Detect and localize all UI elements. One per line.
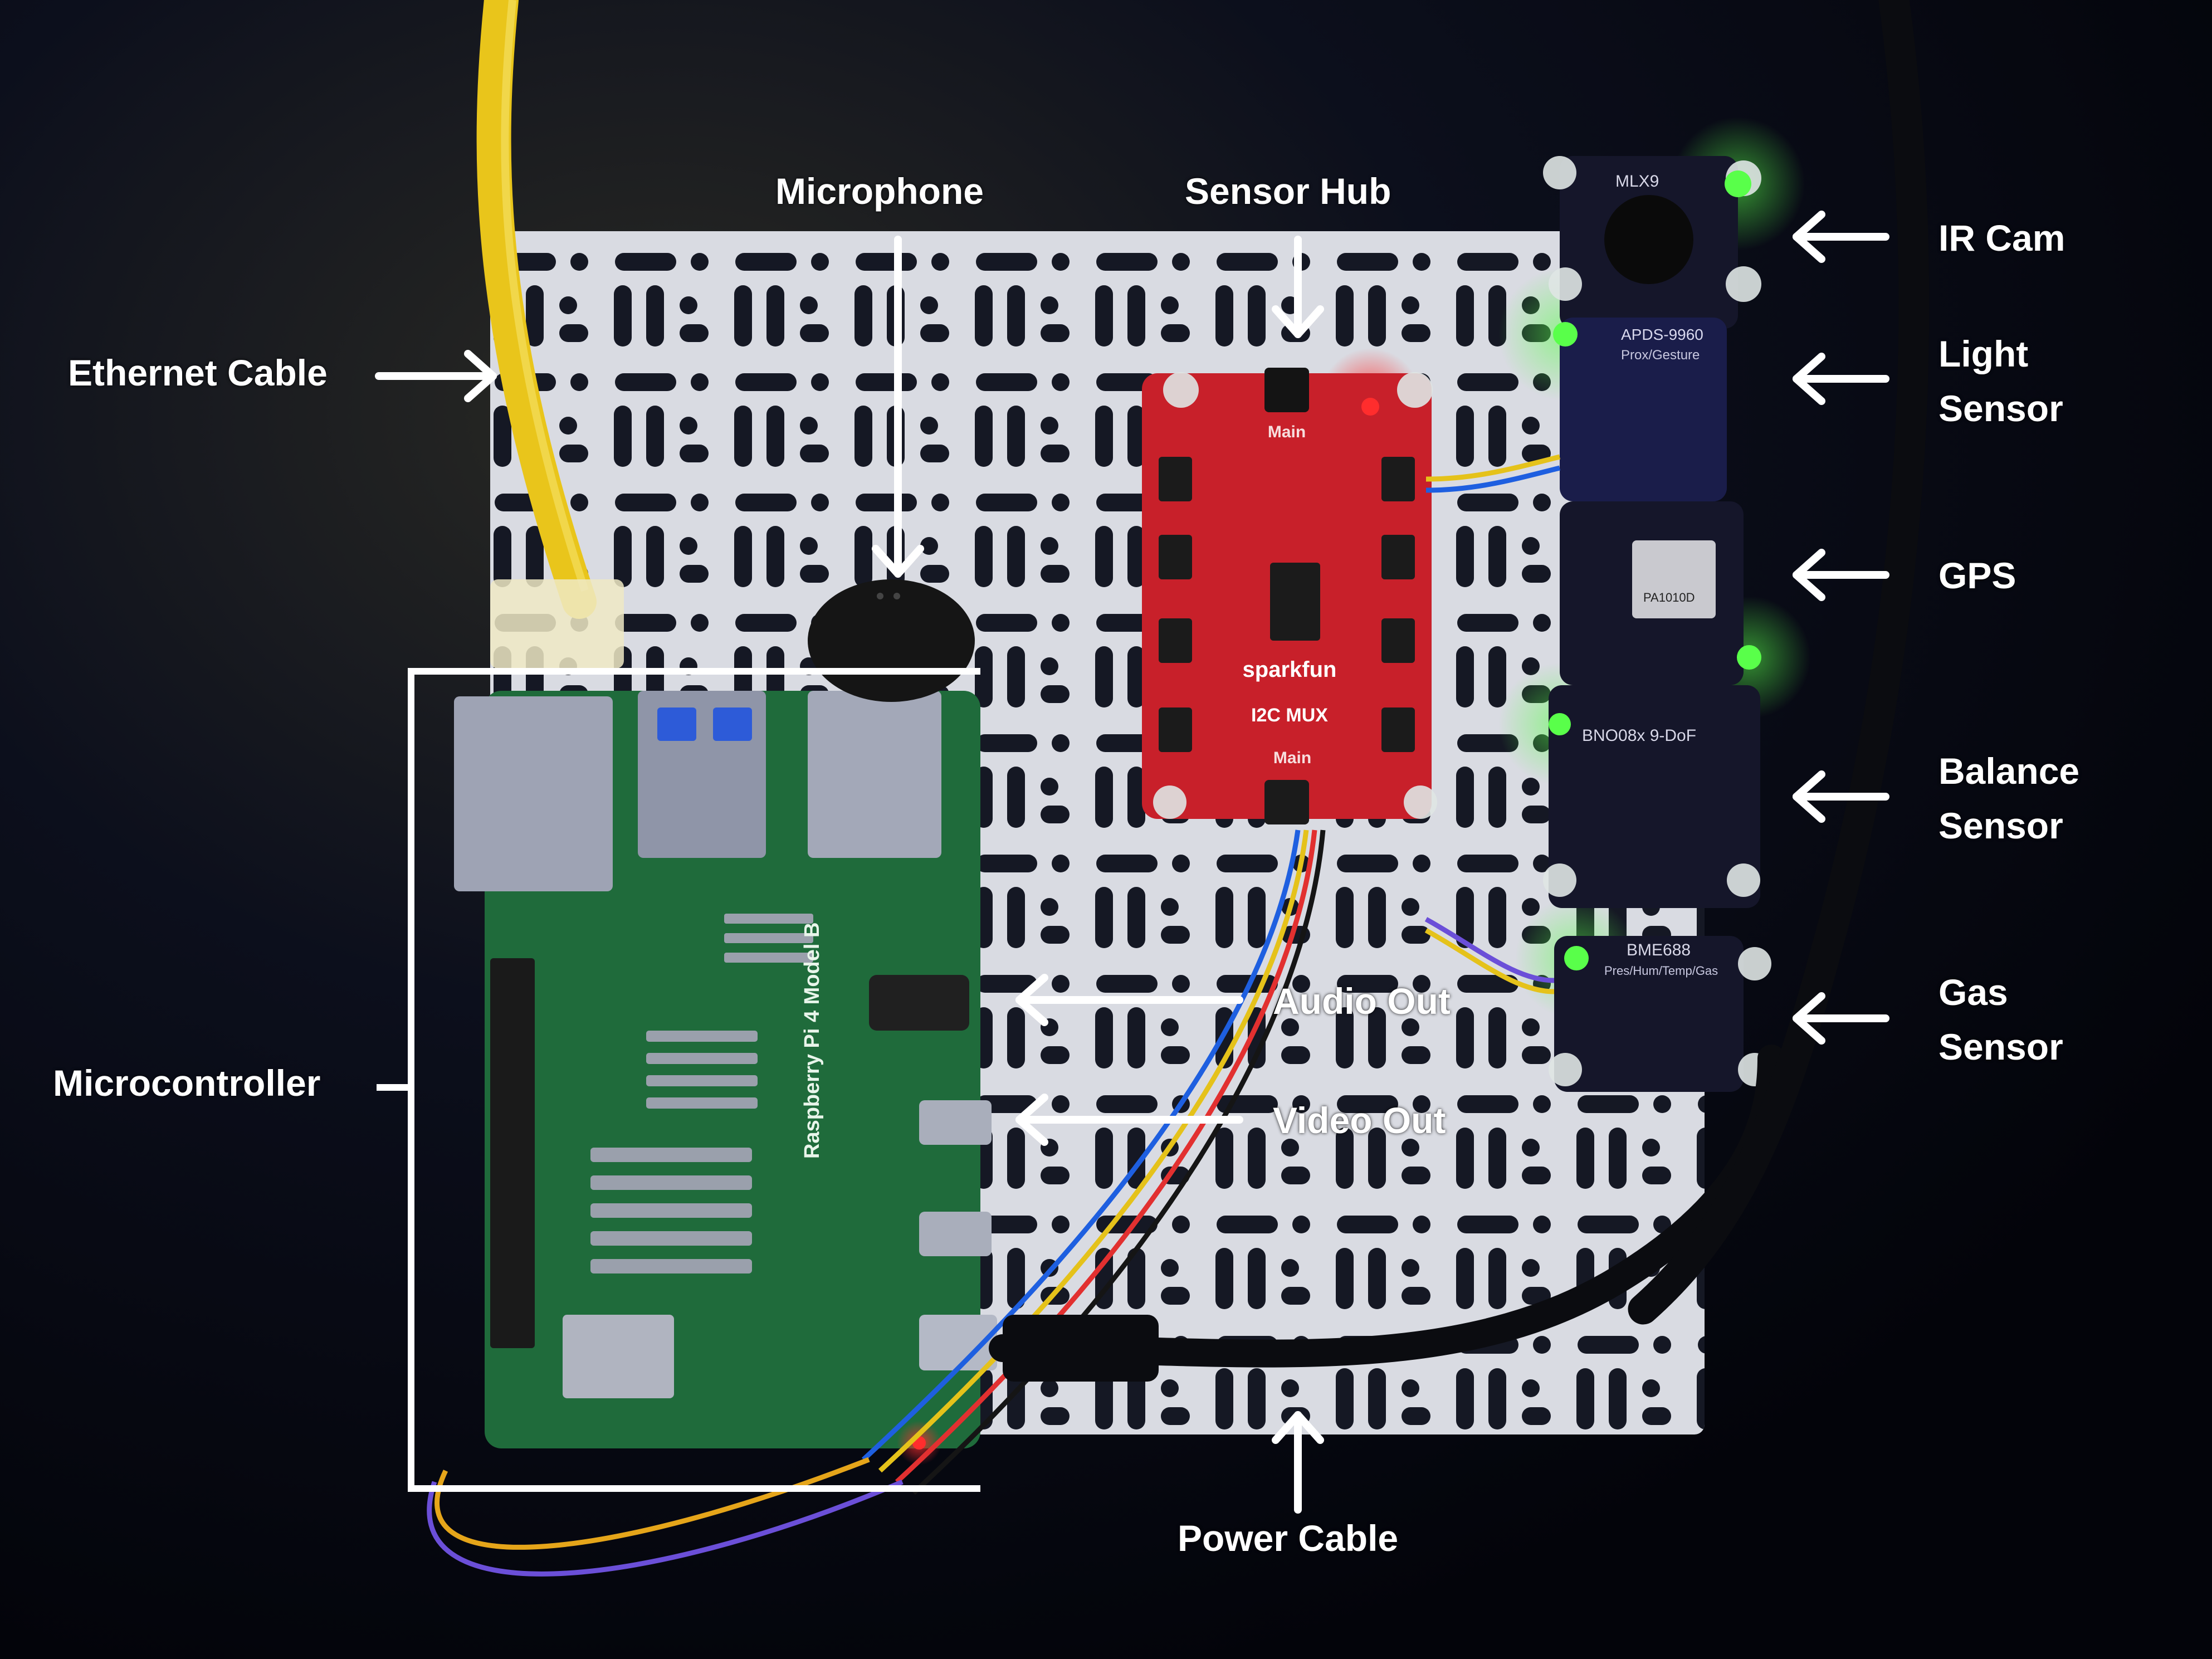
gps-label: GPS: [1938, 555, 2016, 596]
sensor-hub-arrow: [1272, 236, 1324, 338]
ir-cam-label: IR Cam: [1938, 217, 2065, 258]
gas-chip-text: BME688: [1627, 941, 1691, 959]
pi-model-text: Raspberry Pi 4 Model B: [800, 923, 824, 1159]
ir-chip-text: MLX9: [1615, 172, 1659, 191]
audio-jack: [869, 975, 969, 1031]
power-cable: [989, 0, 1930, 1382]
ethernet-cable-label: Ethernet Cable: [68, 352, 328, 393]
micro-hdmi-port-1: [919, 1212, 992, 1256]
gps-arrow: [1793, 549, 1889, 601]
ethernet-port: [454, 696, 613, 891]
balance-sensor-arrow: [1793, 770, 1889, 823]
video-out-arrow: [1015, 1094, 1243, 1146]
power-cable-label: Power Cable: [1178, 1518, 1399, 1559]
qwiic-wires: [427, 454, 1561, 1577]
light-sensor-board: [1560, 318, 1727, 501]
mux-main-top-text: Main: [1268, 423, 1306, 441]
ethernet-cable: [476, 0, 624, 669]
gas-sub-text: Pres/Hum/Temp/Gas: [1604, 964, 1718, 978]
ethernet-cable-arrow: [375, 350, 497, 402]
gas-sensor-label-line-1: Gas: [1938, 972, 2008, 1013]
gas-sensor-arrow: [1793, 992, 1889, 1045]
video-out-label: Video Out: [1273, 1100, 1446, 1141]
i2c-mux-board: Main sparkfun I2C MUX Main: [1142, 348, 1432, 824]
gas-sensor-label-line-2: Sensor: [1938, 1026, 2063, 1067]
light-sensor-label-line-1: Light: [1938, 333, 2029, 374]
micro-hdmi-port-0: [919, 1100, 992, 1145]
light-sensor-arrow: [1793, 353, 1889, 405]
power-cable-arrow: [1272, 1411, 1324, 1514]
microphone-arrow: [872, 236, 924, 578]
gas-sensor-label: Gas Sensor: [1938, 965, 2139, 1074]
light-sensor-label: Light Sensor: [1938, 326, 2139, 436]
mux-main-bottom-text: Main: [1273, 749, 1311, 767]
ir-cam-arrow: [1793, 211, 1889, 263]
microphone-label: Microphone: [775, 170, 984, 212]
balance-sensor-label-line-1: Balance: [1938, 750, 2080, 792]
usb-c-port: [919, 1315, 997, 1370]
light-chip-text: APDS-9960: [1621, 326, 1703, 343]
gas-sensor-board: [1554, 936, 1744, 1092]
balance-sensor-label-line-2: Sensor: [1938, 805, 2063, 846]
rj45-connector: [490, 579, 624, 669]
audio-out-arrow: [1015, 974, 1243, 1026]
balance-sensor-label: Balance Sensor: [1938, 744, 2139, 853]
imu-chip-text: BNO08x 9-DoF: [1582, 726, 1696, 745]
microcontroller-bracket: [408, 668, 980, 1492]
raspberry-pi-board: Raspberry Pi 4 Model B: [454, 691, 997, 1465]
display-connector: [563, 1315, 674, 1398]
microphone-device: [808, 579, 975, 702]
mux-brand-text: sparkfun: [1243, 657, 1337, 682]
mux-name-text: I2C MUX: [1251, 705, 1328, 726]
light-sensor-label-line-2: Sensor: [1938, 388, 2063, 429]
sensor-hub-label: Sensor Hub: [1185, 170, 1391, 212]
audio-out-label: Audio Out: [1273, 980, 1451, 1022]
balance-sensor-board: [1549, 685, 1760, 908]
light-sub-text: Prox/Gesture: [1621, 348, 1700, 363]
sensor-stack: MLX9 APDS-9960 Prox/Gesture PA1010D BNO0…: [1153, 117, 1810, 1092]
gpio-header: [490, 958, 535, 1348]
gps-chip-text: PA1010D: [1643, 591, 1695, 604]
heatsink: [590, 914, 813, 1273]
microcontroller-label: Microcontroller: [53, 1062, 321, 1104]
usb2-port: [808, 691, 941, 858]
